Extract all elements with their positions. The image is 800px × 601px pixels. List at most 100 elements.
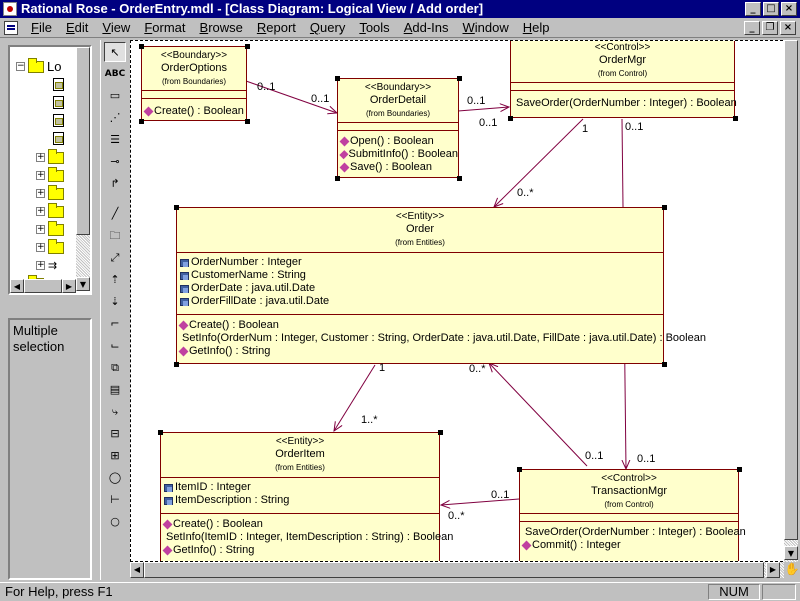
class-order-detail[interactable]: <<Boundary>> OrderDetail (from Boundarie… [337, 78, 459, 178]
selection-handle[interactable] [457, 76, 462, 81]
child-close-button[interactable]: × [780, 20, 796, 35]
class-diagram-canvas[interactable]: <<Boundary>> OrderOptions (from Boundari… [130, 40, 798, 562]
class-tool[interactable]: ☰ [110, 133, 120, 146]
canvas-vscroll-thumb[interactable] [784, 40, 798, 540]
canvas-vertical-scrollbar[interactable]: ▼ [784, 40, 798, 562]
selection-handle[interactable] [158, 430, 163, 435]
expand-icon[interactable]: + [36, 260, 45, 270]
class-order[interactable]: <<Entity>> Order (from Entities) OrderNu… [176, 207, 706, 364]
tree-scroll-left-button[interactable]: ◀ [10, 279, 24, 293]
realize-tool[interactable]: ⇣ [110, 295, 120, 308]
tree-node-package-3[interactable]: + [36, 184, 67, 201]
menu-file[interactable]: File [31, 20, 52, 35]
selection-arrow-tool[interactable]: ↖ [104, 42, 126, 62]
menu-report[interactable]: Report [256, 20, 296, 35]
anchor-note-tool[interactable]: ⋰ [109, 111, 121, 124]
menu-query[interactable]: Query [309, 20, 346, 35]
menu-format[interactable]: Format [144, 20, 186, 35]
selection-handle[interactable] [438, 430, 443, 435]
expand-icon[interactable]: + [36, 170, 45, 180]
selection-handle[interactable] [733, 116, 738, 121]
tree-node-diagram-2[interactable] [53, 95, 67, 110]
association-class-tool[interactable]: ⌙ [110, 339, 120, 352]
menu-view[interactable]: View [102, 20, 131, 35]
entity-class-tool[interactable]: ⊞ [110, 449, 120, 462]
tree-node-package-4[interactable]: + [36, 202, 67, 219]
selection-handle[interactable] [245, 44, 250, 49]
attribute-row[interactable]: ItemDescription : String [161, 494, 439, 507]
selection-handle[interactable] [139, 44, 144, 49]
selection-handle[interactable] [662, 362, 667, 367]
attribute-row[interactable]: ItemID : Integer [161, 481, 439, 494]
operation-row[interactable]: SaveOrder(OrderNumber : Integer) : Boole… [520, 526, 746, 539]
expand-icon[interactable]: + [36, 242, 45, 252]
selection-handle[interactable] [335, 176, 340, 181]
expand-icon[interactable]: + [36, 188, 45, 198]
dependency-tool[interactable]: ⤢ [110, 251, 120, 264]
rational-rose-app-icon[interactable] [3, 2, 17, 16]
tree-scroll-down-button[interactable]: ▼ [76, 277, 90, 291]
link-mgr-order[interactable] [494, 118, 584, 207]
menu-help[interactable]: Help [522, 20, 550, 35]
documentation-panel[interactable]: Multiple selection [8, 318, 92, 580]
tree-horizontal-scrollbar[interactable]: ◀ ▶ [10, 279, 76, 293]
aggregation-tool[interactable]: ⌐ [110, 317, 120, 330]
link-order-item[interactable] [334, 364, 376, 431]
operation-row[interactable]: SetInfo(OrderNum : Integer, Customer : S… [177, 332, 706, 345]
tree-node-logical-view[interactable]: − Lo [16, 57, 62, 74]
operation-row[interactable]: GetInfo() : String [161, 544, 439, 557]
tree-hscroll-thumb[interactable] [24, 279, 62, 293]
tree-node-diagram-1[interactable] [53, 77, 67, 92]
operation-row[interactable]: Create() : Boolean [177, 319, 663, 332]
attribute-row[interactable]: CustomerName : String [177, 269, 663, 282]
selection-handle[interactable] [737, 467, 742, 472]
association-tool[interactable]: ╱ [111, 207, 119, 220]
operation-row[interactable]: GetInfo() : String [177, 345, 663, 358]
tree-node-package-5[interactable]: + [36, 220, 67, 237]
link-transaction-item[interactable] [441, 498, 520, 505]
menu-add-ins[interactable]: Add-Ins [403, 20, 449, 35]
operation-row[interactable]: Open() : Boolean [338, 135, 458, 148]
attribute-row[interactable]: OrderFillDate : java.util.Date [177, 295, 663, 308]
tree-node-diagram-4[interactable] [53, 131, 67, 146]
child-minimize-button[interactable]: _ [744, 20, 760, 35]
expand-icon[interactable]: + [36, 206, 45, 216]
note-tool[interactable]: ▭ [109, 89, 121, 102]
maximize-button[interactable]: □ [763, 2, 779, 16]
operation-row[interactable]: SaveOrder(OrderNumber : Integer) : Boole… [511, 97, 737, 110]
menu-window[interactable]: Window [462, 20, 509, 35]
boundary-tool[interactable]: ⊢ [110, 493, 120, 506]
text-box-tool[interactable]: ABC [104, 69, 126, 79]
selection-handle[interactable] [517, 467, 522, 472]
document-icon[interactable] [4, 20, 18, 35]
operation-row[interactable]: Create() : Boolean [142, 105, 246, 118]
canvas-scroll-down-button[interactable]: ▼ [784, 546, 798, 560]
minimize-button[interactable]: _ [745, 2, 761, 16]
operation-row[interactable]: Save() : Boolean [338, 161, 458, 174]
parameterized-class-tool[interactable]: ⧉ [111, 361, 119, 374]
selection-handle[interactable] [174, 205, 179, 210]
documentation-text[interactable]: Multiple selection [10, 320, 90, 578]
class-order-mgr[interactable]: <<Control>> OrderMgr (from Control) Save… [510, 41, 737, 118]
interface-tool[interactable]: ⊸ [110, 155, 120, 168]
child-restore-button[interactable]: ❐ [762, 20, 778, 35]
attribute-row[interactable]: OrderNumber : Integer [177, 256, 663, 269]
menu-tools[interactable]: Tools [359, 20, 390, 35]
pan-hand-icon[interactable]: ✋ [784, 562, 800, 576]
tree-vertical-scrollbar[interactable] [76, 47, 90, 277]
menu-edit[interactable]: Edit [65, 20, 89, 35]
operation-row[interactable]: SetInfo(ItemID : Integer, ItemDescriptio… [161, 531, 453, 544]
class-utility-tool[interactable]: ▤ [109, 383, 121, 396]
expand-icon[interactable]: + [36, 224, 45, 234]
control-class-tool[interactable]: ◯ [108, 471, 122, 484]
entity-tool[interactable]: ○ [110, 515, 120, 528]
class-order-options[interactable]: <<Boundary>> OrderOptions (from Boundari… [141, 46, 247, 121]
selection-handle[interactable] [335, 76, 340, 81]
unidirectional-association-tool[interactable]: ↱ [110, 177, 120, 190]
link-transaction-order[interactable] [489, 363, 588, 467]
menu-browse[interactable]: Browse [199, 20, 243, 35]
tree-node-package-2[interactable]: + [36, 166, 67, 183]
selection-handle[interactable] [662, 205, 667, 210]
operation-row[interactable]: Commit() : Integer [520, 539, 738, 552]
tree-node-associations[interactable]: +⇉ [36, 258, 57, 273]
